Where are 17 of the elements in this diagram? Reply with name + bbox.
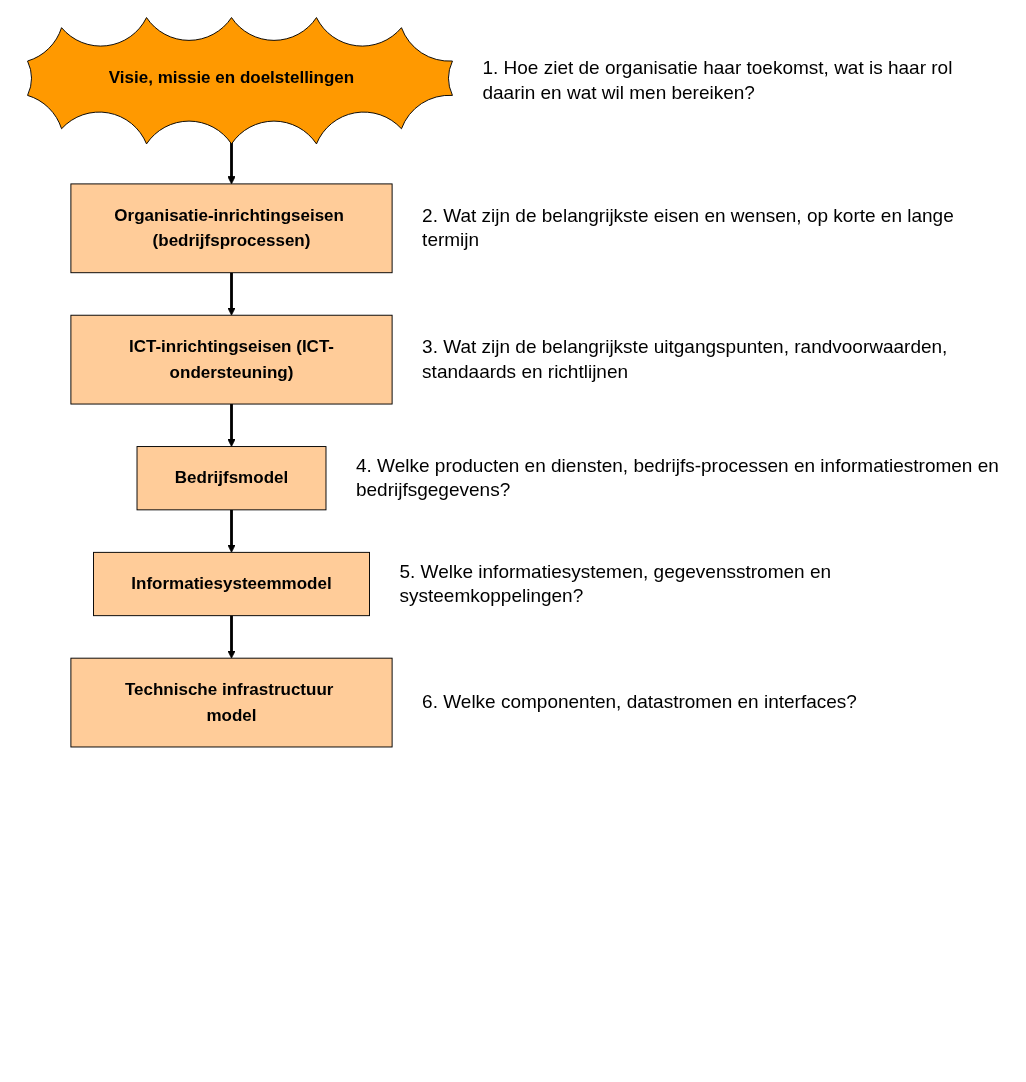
question-text: 1. Hoe ziet de organisatie haar toekomst, wat is haar rol daarin en wat wil men bereiken? [482,56,954,105]
arrow [227,141,236,185]
arrow [227,509,236,553]
starburst-shape: Visie, missie en doelstellingen [27,17,453,145]
process-box: Informatiesysteemmodel [93,551,370,617]
process-box: ICT-inrichtingseisen (ICT-ondersteuning) [70,314,393,405]
question-text: 6. Welke componenten, datastromen en interfaces? [422,690,858,715]
question-text: 2. Wat zijn de belangrijkste eisen en wensen, op korte en lange termijn [422,203,955,253]
arrow [227,615,236,659]
arrow [227,404,236,447]
process-box: Bedrijfsmodel [136,446,327,511]
question-text: 4. Welke producten en diensten, bedrijfs-processen en informatiestromen en bedrijfsgegevens? [356,453,1000,503]
question-text: 5. Welke informatiesystemen, gegevensstromen en systeemkoppelingen? [399,559,833,609]
process-box: Technische infrastructuur model [70,657,393,748]
question-text: 3. Wat zijn de belangrijkste uitgangspunten, randvoorwaarden, standaards en richtlijnen [422,335,949,384]
process-box: Organisatie-inrichtingseisen (bedrijfsprocessen) [70,183,393,274]
arrow [227,272,236,316]
